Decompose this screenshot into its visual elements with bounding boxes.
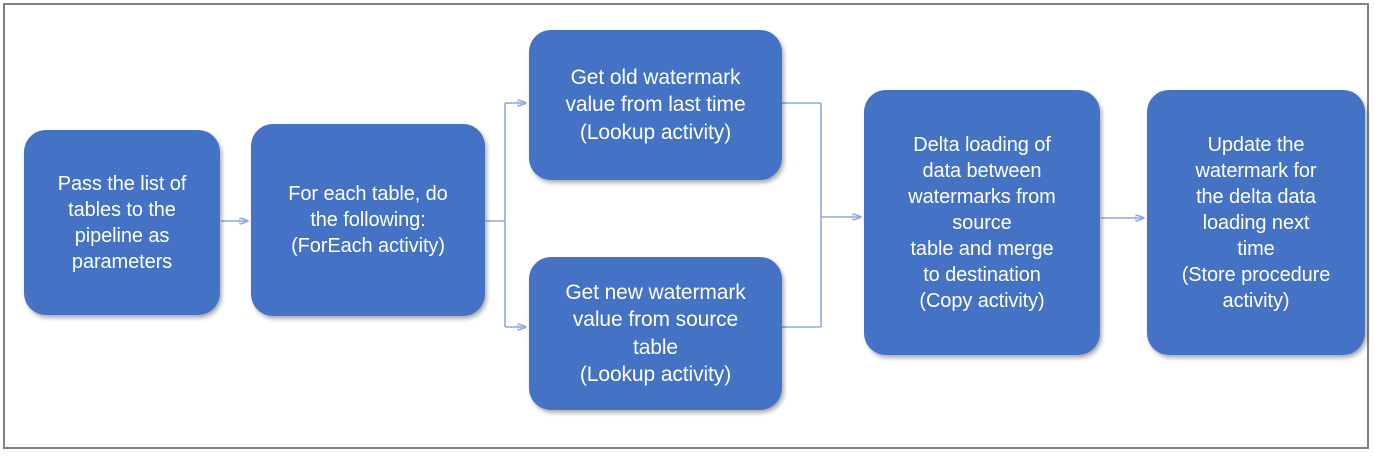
node-delta-loading[interactable]: Delta loading of data between watermarks… — [864, 90, 1100, 355]
diagram-canvas: Pass the list of tables to the pipeline … — [3, 3, 1369, 449]
node-delta-loading-label: Delta loading of data between watermarks… — [908, 133, 1056, 312]
diagram-stage: Pass the list of tables to the pipeline … — [5, 5, 1367, 447]
node-pass-list-of-tables[interactable]: Pass the list of tables to the pipeline … — [24, 130, 220, 315]
node-update-watermark-label: Update the watermark for the delta data … — [1181, 133, 1331, 312]
node-get-new-watermark[interactable]: Get new watermark value from source tabl… — [529, 257, 782, 410]
node-for-each-table[interactable]: For each table, do the following: (ForEa… — [251, 124, 485, 316]
node-for-each-table-label: For each table, do the following: (ForEa… — [288, 183, 448, 257]
node-get-old-watermark-label: Get old watermark value from last time (… — [565, 66, 746, 144]
node-pass-list-of-tables-label: Pass the list of tables to the pipeline … — [57, 172, 187, 273]
node-update-watermark[interactable]: Update the watermark for the delta data … — [1147, 90, 1365, 355]
node-get-old-watermark[interactable]: Get old watermark value from last time (… — [529, 30, 782, 180]
node-get-new-watermark-label: Get new watermark value from source tabl… — [565, 280, 746, 386]
